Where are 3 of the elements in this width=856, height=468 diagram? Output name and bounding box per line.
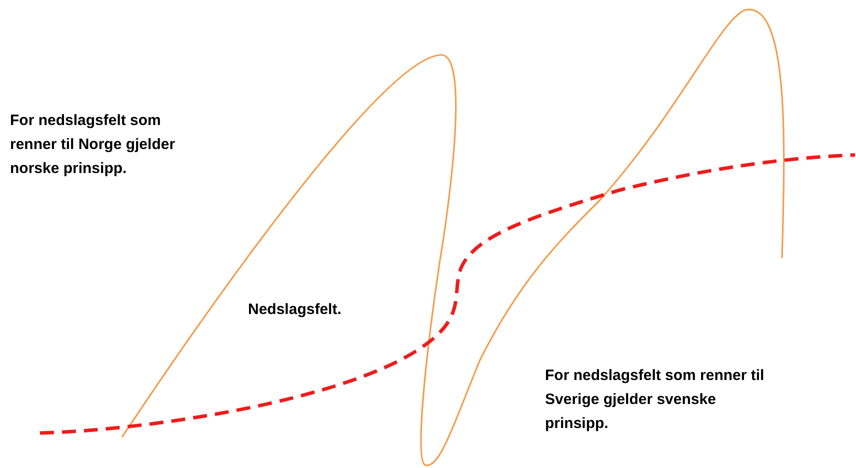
note-text: For nedslagsfelt som renner til Sverige gjelder svenske prinsipp.	[545, 366, 765, 434]
note-text: Nedslagsfelt.	[248, 300, 342, 320]
note-text: For nedslagsfelt som renner til Norge gjelder norske prinsipp.	[10, 111, 176, 179]
